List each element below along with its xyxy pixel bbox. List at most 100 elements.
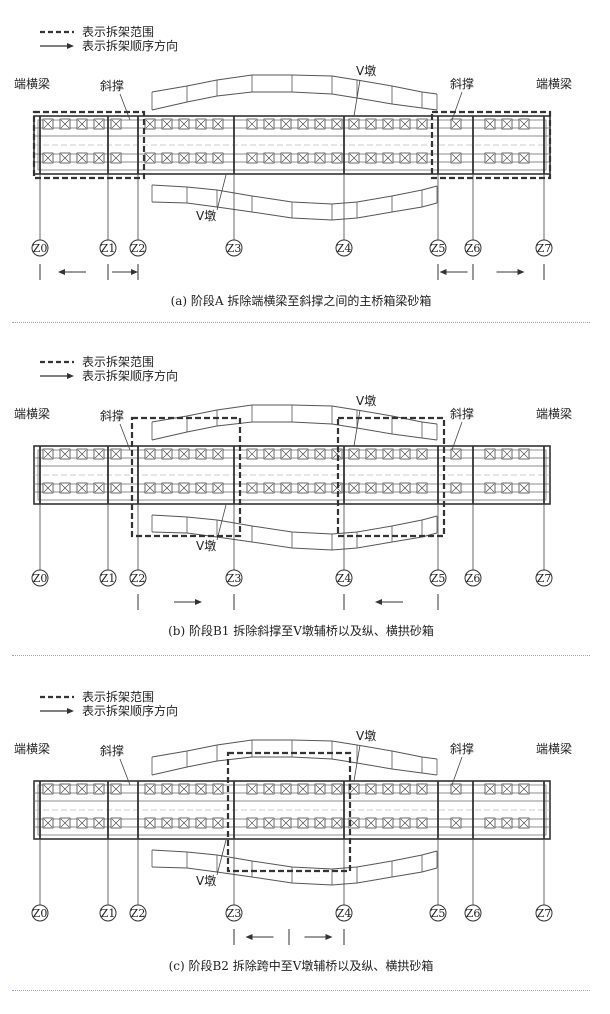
sand-box-cross — [60, 784, 70, 794]
axis-label-z6: Z6 — [466, 907, 481, 920]
sand-box-cross — [485, 483, 495, 493]
sand-box-cross — [60, 483, 70, 493]
sand-box-cross — [264, 449, 274, 459]
leader-diagonal-right — [451, 756, 463, 786]
label-end-beam-right: 端横梁 — [536, 406, 572, 421]
sand-box-cross — [94, 119, 104, 129]
arch-bottom-upper-chord — [151, 184, 438, 205]
axis-label-z7: Z7 — [537, 572, 552, 585]
axis-label-z7: Z7 — [537, 907, 552, 920]
sand-box-cross — [417, 153, 427, 163]
label-end-beam-left: 端横梁 — [14, 741, 50, 756]
sand-box-cross — [383, 449, 393, 459]
sand-box-cross — [417, 784, 427, 794]
axis-bubble-z5 — [429, 569, 447, 587]
sand-box-cross — [519, 119, 529, 129]
axis-bubble-z3 — [225, 239, 243, 257]
label-end-beam-left: 端横梁 — [14, 406, 50, 421]
sand-box-cross — [145, 119, 155, 129]
sand-box-cross — [94, 153, 104, 163]
removal-range-box — [430, 110, 552, 180]
direction-arrowhead-icon — [517, 269, 525, 275]
legend-dashed-text: 表示拆架范围 — [82, 689, 154, 704]
axis-label-z6: Z6 — [466, 242, 481, 255]
sand-box-cross — [162, 483, 172, 493]
label-v-pier-bottom: V墩 — [196, 874, 216, 888]
axis-bubble-z4 — [335, 569, 353, 587]
sand-box-cross — [111, 818, 121, 828]
panel-caption: (a) 阶段A 拆除端横梁至斜撑之间的主桥箱梁砂箱 — [170, 294, 432, 308]
sand-box-cross — [485, 153, 495, 163]
sand-box-cross — [451, 119, 461, 129]
sand-box-cross — [298, 818, 308, 828]
sand-box-cross — [145, 153, 155, 163]
sand-box-cross — [349, 818, 359, 828]
direction-arrowhead-icon — [245, 934, 253, 940]
sand-box-cross — [111, 153, 121, 163]
sand-box-cross — [298, 119, 308, 129]
sand-box-cross — [451, 818, 461, 828]
sand-box-cross — [502, 818, 512, 828]
sand-box-cross — [400, 818, 410, 828]
sand-box-cross — [383, 818, 393, 828]
panel-caption: (b) 阶段B1 拆除斜撑至V墩辅桥以及纵、横拱砂箱 — [168, 624, 434, 638]
sand-box-cross — [264, 818, 274, 828]
sand-box-cross — [111, 483, 121, 493]
axis-bubble-z4 — [335, 239, 353, 257]
axis-bubble-z0 — [31, 239, 49, 257]
sand-box-cross — [213, 483, 223, 493]
removal-range-box — [226, 751, 352, 873]
sand-box-cross — [43, 784, 53, 794]
panel-separator — [12, 322, 590, 323]
axis-label-z3: Z3 — [227, 572, 242, 585]
leader-v-pier-top — [353, 744, 361, 782]
sand-box-cross — [485, 784, 495, 794]
axis-label-z0: Z0 — [33, 572, 48, 585]
legend-arrow-text: 表示拆架顺序方向 — [82, 368, 178, 383]
sand-box-cross — [332, 119, 342, 129]
sand-box-cross — [349, 449, 359, 459]
arch-bottom-lower-chord — [151, 866, 438, 886]
sand-box-cross — [298, 153, 308, 163]
sand-box-cross — [162, 449, 172, 459]
legend-arrowhead-icon — [67, 373, 74, 379]
leader-v-pier-top — [353, 409, 361, 447]
label-v-pier-bottom: V墩 — [196, 209, 216, 223]
axis-label-z1: Z1 — [101, 242, 116, 255]
sand-box-cross — [366, 449, 376, 459]
removal-ranges — [226, 751, 352, 873]
leader-diagonal-left — [119, 93, 131, 121]
sand-box-cross — [332, 818, 342, 828]
sand-box-cross — [281, 784, 291, 794]
sand-box-cross — [94, 483, 104, 493]
sand-box-cross — [179, 784, 189, 794]
arch-bottom-upper-chord — [151, 514, 438, 535]
axis-label-z0: Z0 — [33, 242, 48, 255]
main-deck — [33, 780, 551, 840]
sand-box-cross — [162, 784, 172, 794]
axis-label-z3: Z3 — [227, 907, 242, 920]
sand-box-cross — [196, 449, 206, 459]
axis-bubble-z0 — [31, 569, 49, 587]
label-end-beam-right: 端横梁 — [536, 741, 572, 756]
sand-box-cross — [502, 153, 512, 163]
sand-box-cross — [315, 818, 325, 828]
sand-box-cross — [451, 449, 461, 459]
sand-box-cross — [247, 483, 257, 493]
sand-box-cross — [179, 483, 189, 493]
leader-v-pier-top — [353, 79, 361, 117]
leader-diagonal-left — [119, 758, 131, 786]
removal-range-box — [336, 416, 446, 538]
sand-box-cross — [94, 449, 104, 459]
axis-bubble-z0 — [31, 904, 49, 922]
sand-box-cross — [145, 818, 155, 828]
label-v-pier-top: V墩 — [356, 729, 376, 743]
sand-box-cross — [332, 153, 342, 163]
label-diagonal-brace-left: 斜撑 — [100, 408, 124, 423]
sand-box-cross — [196, 483, 206, 493]
sand-box-cross — [111, 784, 121, 794]
sand-box-cross — [77, 818, 87, 828]
legend-arrow-text: 表示拆架顺序方向 — [82, 38, 178, 53]
